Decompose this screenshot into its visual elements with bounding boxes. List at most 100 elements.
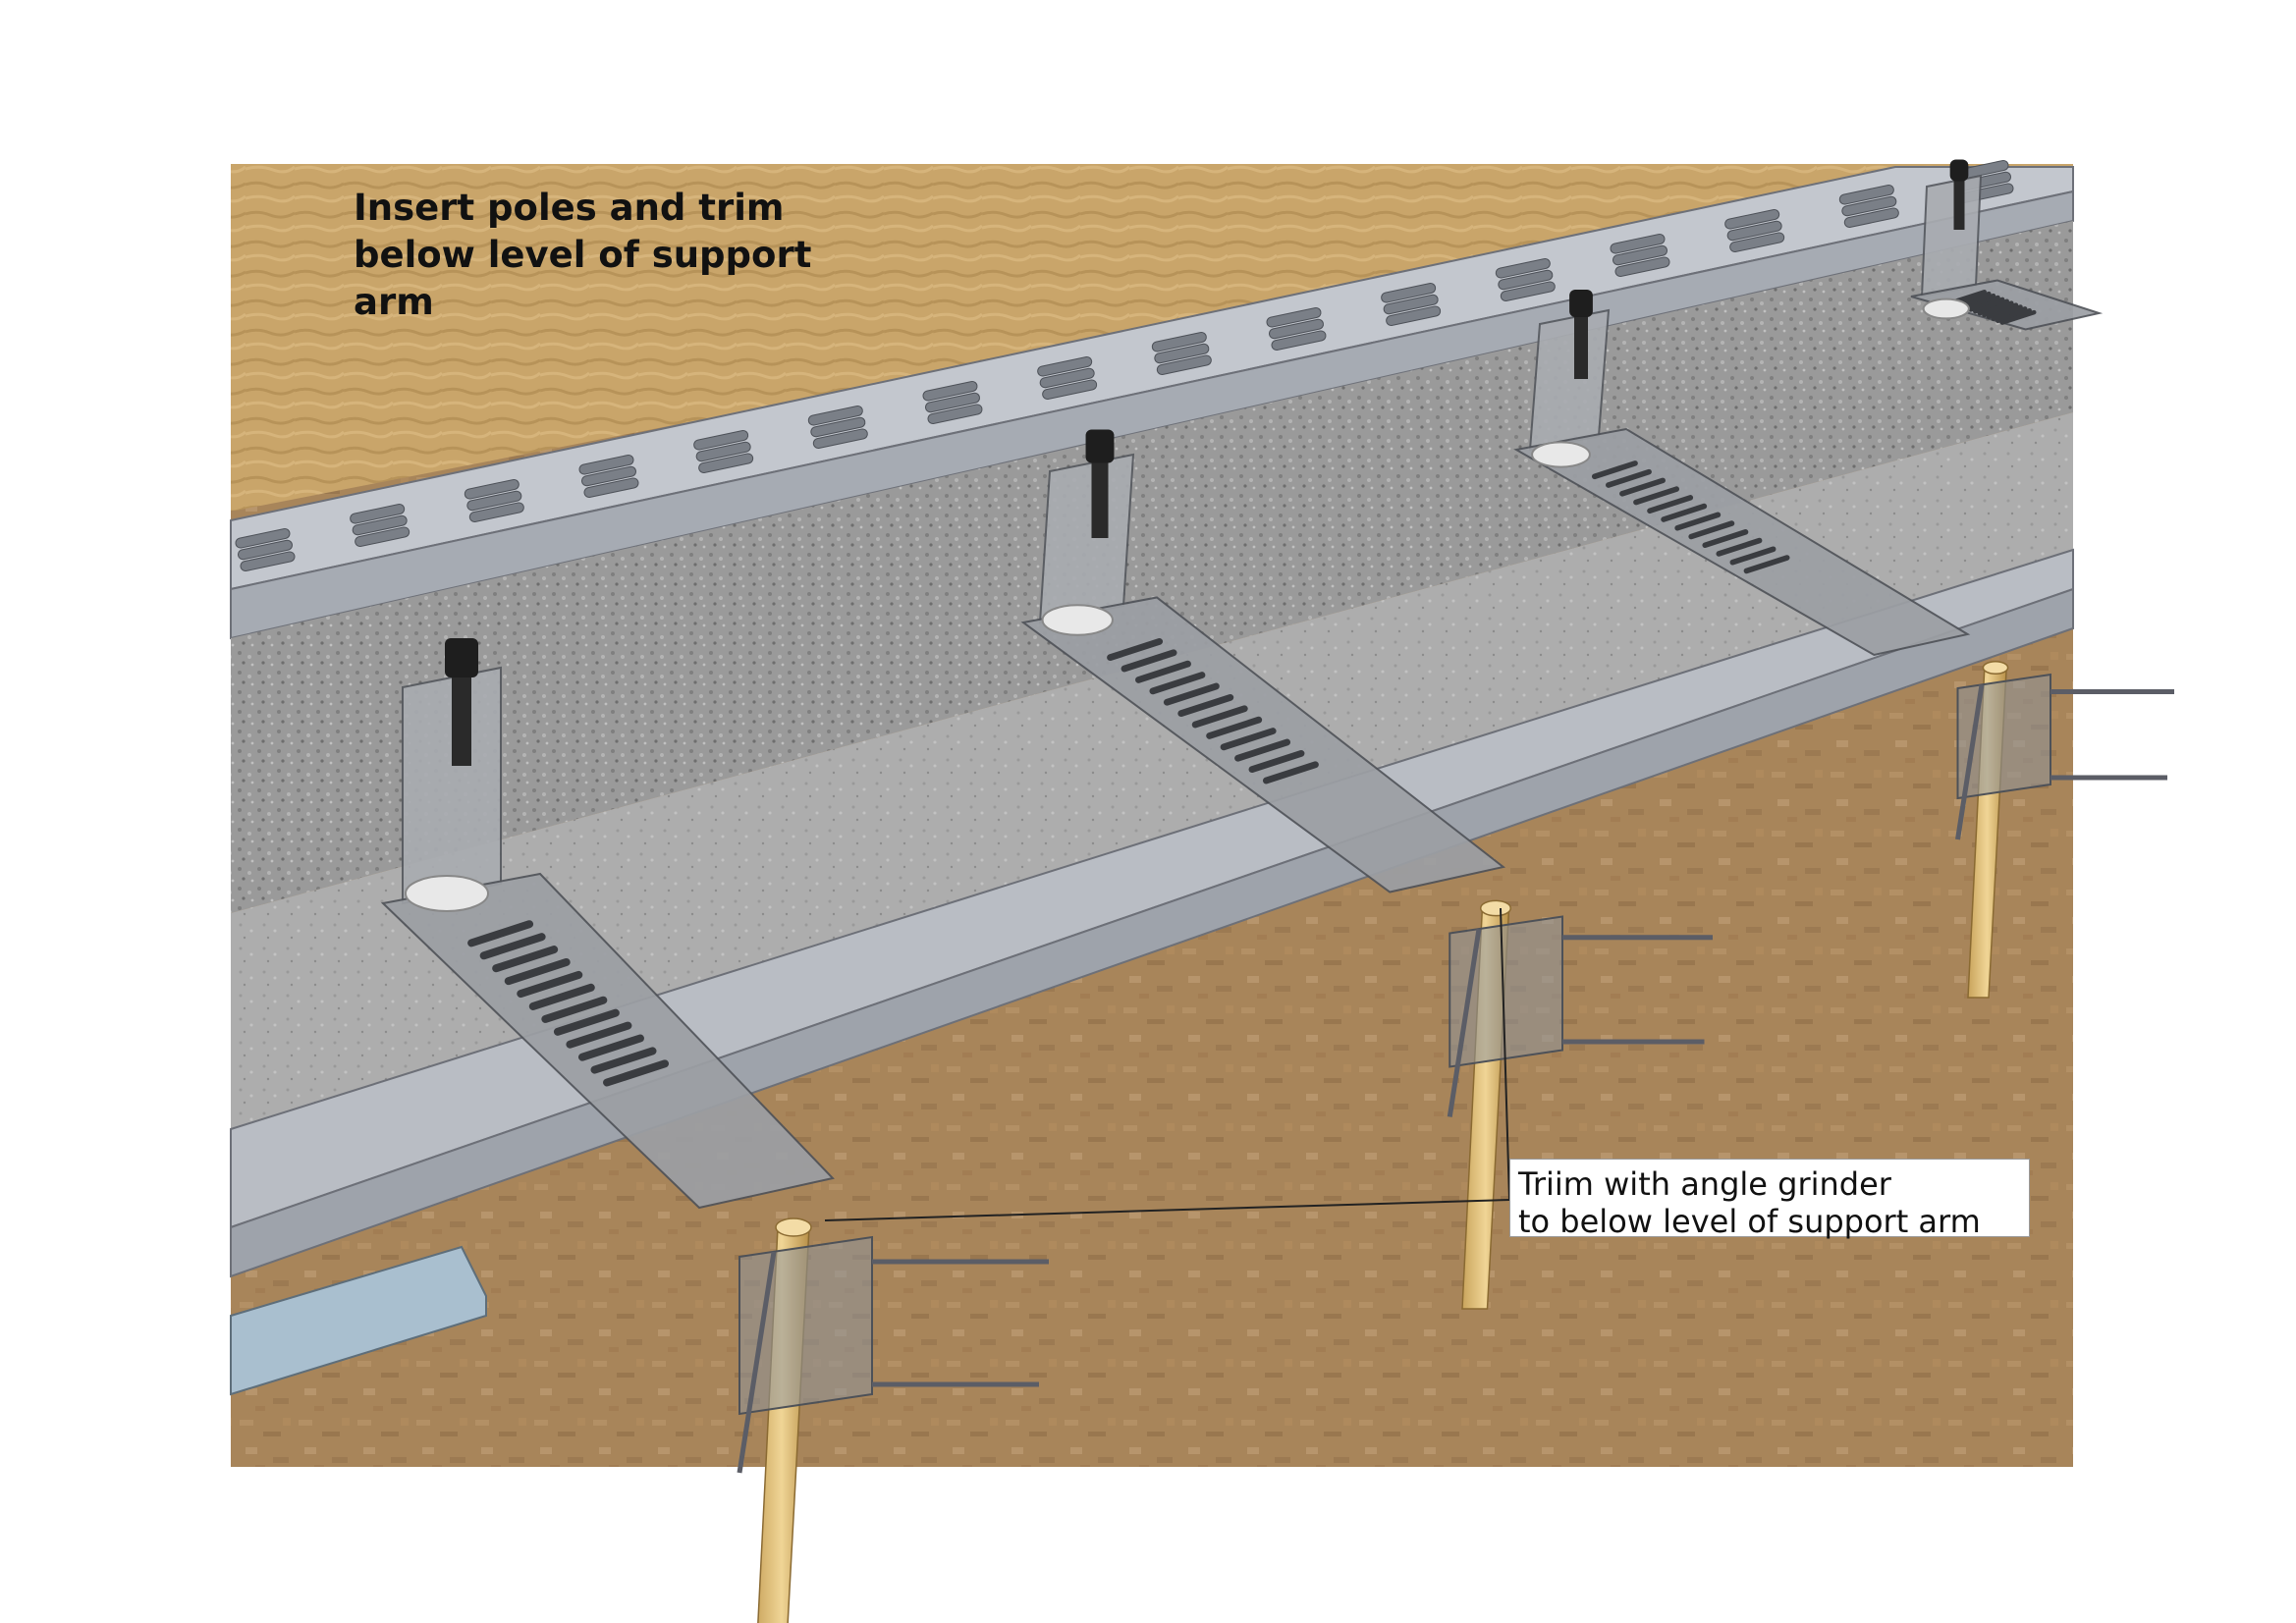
arm-slot — [1743, 555, 1790, 574]
arm-slot — [577, 1034, 644, 1061]
title-line-3: arm — [354, 281, 434, 323]
callout-leader-1 — [824, 1199, 1510, 1221]
grate-slot — [1495, 257, 1551, 279]
grate-slot — [235, 527, 291, 549]
channel-floor — [231, 412, 2073, 1129]
title-line-1: Insert poles and trim — [354, 187, 785, 229]
support-unit — [1513, 290, 2174, 999]
arm-slot — [492, 946, 559, 973]
foot-pad-icon — [1531, 441, 1591, 468]
pole-top — [1982, 660, 2009, 676]
arm-slot — [566, 1021, 632, 1049]
anchor-rod — [737, 1251, 777, 1474]
foot-pad-icon — [1041, 604, 1114, 636]
arm-slot — [1647, 495, 1694, 514]
arm-slot — [1234, 738, 1291, 762]
grate-slot — [240, 551, 296, 572]
grate-slot — [1843, 207, 1899, 229]
arm-slot — [1163, 682, 1220, 706]
grate-slot — [1039, 367, 1095, 389]
arm-slot — [1716, 537, 1763, 557]
grate-slot — [1151, 331, 1207, 352]
grate-slot — [807, 405, 863, 426]
grate-slot — [1383, 294, 1439, 315]
foot-pad-icon — [1922, 298, 1970, 320]
arm-slot — [1973, 298, 2009, 314]
arm-slot — [1963, 295, 2000, 310]
grate-slot — [355, 526, 410, 548]
grate-slot — [350, 503, 406, 524]
arm-slot — [1959, 293, 1996, 308]
arm-slot — [1995, 308, 2032, 323]
grate-slot — [1154, 343, 1210, 364]
grate-slot — [1726, 220, 1782, 242]
grate-slot — [578, 454, 634, 475]
trim-callout: Triim with angle grinder to below level … — [1509, 1159, 2030, 1240]
bracket-upright — [1038, 453, 1135, 624]
grate-slot — [466, 490, 522, 512]
grate-slot — [812, 428, 868, 450]
grate-slot — [238, 539, 293, 561]
bracket-icon — [738, 1235, 873, 1416]
anchor-rod — [1447, 928, 1482, 1117]
grate-slot — [468, 502, 524, 523]
grate-slot — [1498, 269, 1554, 291]
grate-slot — [1037, 355, 1093, 377]
grate-slot — [927, 404, 983, 425]
grate-slot — [1042, 379, 1098, 401]
support-arm — [1513, 427, 1971, 657]
grate-slot — [352, 514, 408, 536]
bolt-icon — [1574, 303, 1588, 379]
arm-slot — [1107, 637, 1164, 662]
bolt-icon — [1953, 170, 1965, 230]
arm-slot — [1135, 660, 1191, 683]
pole-top — [775, 1217, 812, 1237]
grate-slot — [1614, 256, 1670, 278]
arm-slot — [1977, 300, 2014, 316]
anchor-rod — [1955, 684, 1985, 840]
bolt-head — [445, 638, 478, 677]
arm-slot — [1191, 705, 1248, 729]
bolt-head — [1569, 290, 1593, 317]
grate-slot — [1610, 233, 1666, 254]
arm-slot — [1220, 728, 1277, 751]
grate-slots — [235, 159, 2014, 572]
grate-slot — [922, 380, 978, 402]
bracket-upright — [1920, 174, 1983, 298]
arm-slot — [1968, 297, 2005, 312]
grate-slot — [1156, 354, 1212, 376]
grate-slot — [698, 453, 754, 474]
support-arm — [380, 872, 835, 1210]
pole-top — [1479, 899, 1512, 917]
arm-slot — [1674, 512, 1722, 531]
arm-slot — [603, 1059, 670, 1087]
arm-slot — [517, 970, 583, 999]
grate-slot — [925, 392, 980, 413]
arm-slot — [1688, 520, 1735, 540]
grate-slot — [1729, 232, 1785, 253]
arm-slot — [1729, 546, 1777, 566]
support-unit — [1910, 159, 2104, 331]
grate-slot — [1266, 306, 1322, 328]
grate-slot — [1269, 318, 1324, 340]
support-arm — [1020, 596, 1506, 893]
arm-slot — [1606, 468, 1652, 488]
grate-top — [230, 166, 2074, 591]
arm-slot — [1986, 304, 2023, 320]
support-unit — [1020, 429, 1713, 1310]
arm-slot — [1206, 716, 1263, 739]
bracket-icon — [1449, 915, 1563, 1068]
grate-slot — [1271, 330, 1327, 352]
bolt-head — [1085, 429, 1115, 463]
grate-slot — [583, 477, 639, 499]
arm-slot — [1982, 302, 2019, 318]
support-unit — [380, 638, 1049, 1623]
grate-slot — [1724, 208, 1780, 230]
arm-slot — [1177, 693, 1234, 718]
callout-line-2: to below level of support arm — [1518, 1203, 1981, 1240]
grate-slot — [1386, 305, 1442, 327]
arm-slot — [528, 983, 595, 1010]
title-line-2: below level of support — [354, 234, 812, 276]
grate-slot — [1613, 244, 1667, 266]
